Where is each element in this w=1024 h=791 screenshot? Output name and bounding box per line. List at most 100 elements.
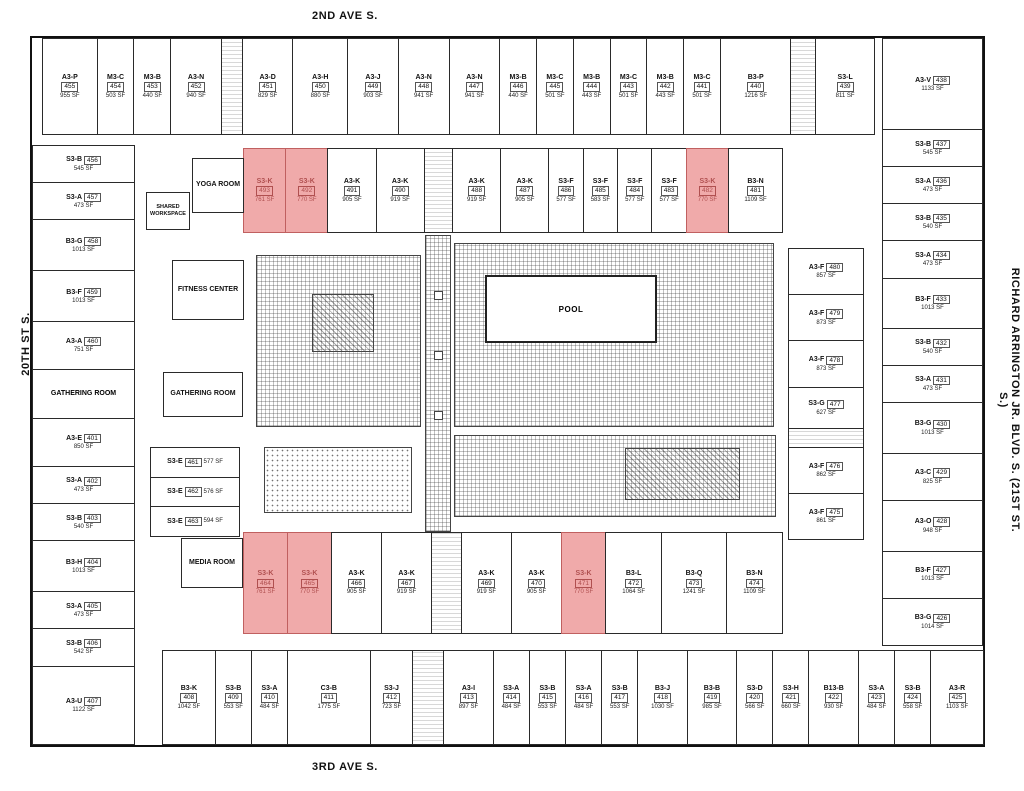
unit-438[interactable]: A3-V 438 1133 SF (882, 38, 983, 131)
unit-480[interactable]: A3-F 480 857 SF (788, 248, 864, 296)
unit-449[interactable]: A3-J 449 903 SF (347, 38, 399, 135)
unit-432[interactable]: S3-B 432 540 SF (882, 328, 983, 367)
unit-425[interactable]: A3-R 425 1103 SF (930, 650, 984, 745)
unit-478[interactable]: A3-F 478 873 SF (788, 340, 864, 388)
unit-440[interactable]: B3-P 440 1216 SF (719, 38, 792, 135)
unit-464[interactable]: S3-K 464 761 SF (243, 532, 288, 634)
unit-417[interactable]: S3-B 417 553 SF (601, 650, 639, 745)
unit-type: B3-F (66, 288, 82, 296)
unit-419[interactable]: B3-B 419 985 SF (686, 650, 738, 745)
unit-number: 421 (782, 693, 800, 703)
unit-431[interactable]: S3-A 431 473 SF (882, 365, 983, 404)
unit-416[interactable]: S3-A 416 484 SF (565, 650, 603, 745)
unit-492[interactable]: S3-K 492 770 SF (285, 148, 329, 233)
unit-477[interactable]: S3-G 477 627 SF (788, 386, 864, 430)
unit-area: 501 SF (545, 92, 565, 99)
unit-number: 437 (933, 140, 950, 150)
unit-470[interactable]: A3-K 470 905 SF (510, 532, 563, 634)
unit-421[interactable]: S3-H 421 660 SF (772, 650, 810, 745)
unit-483[interactable]: S3-F 483 577 SF (651, 148, 687, 233)
unit-448[interactable]: A3-N 448 941 SF (397, 38, 450, 135)
unit-412[interactable]: S3-J 412 723 SF (369, 650, 414, 745)
unit-433[interactable]: B3-F 433 1013 SF (882, 277, 983, 330)
unit-472[interactable]: B3-L 472 1064 SF (605, 532, 663, 634)
unit-476[interactable]: A3-F 476 862 SF (788, 446, 864, 494)
unit-418[interactable]: B3-J 418 1030 SF (637, 650, 688, 745)
unit-485[interactable]: S3-F 485 583 SF (582, 148, 619, 233)
unit-423[interactable]: S3-A 423 484 SF (857, 650, 896, 745)
unit-type: S3-A (66, 602, 83, 610)
unit-area: 919 SF (476, 589, 497, 596)
unit-456[interactable]: S3-B 456 545 SF (32, 145, 135, 184)
unit-439[interactable]: S3-L 439 811 SF (815, 38, 875, 135)
unit-458[interactable]: B3-G 458 1013 SF (32, 219, 135, 272)
unit-460[interactable]: A3-A 460 751 SF (32, 321, 135, 370)
unit-481[interactable]: B3-N 481 1109 SF (728, 148, 784, 233)
planter-bed (264, 447, 412, 513)
unit-424[interactable]: S3-B 424 558 SF (894, 650, 932, 745)
unit-493[interactable]: S3-K 493 761 SF (243, 148, 287, 233)
unit-469[interactable]: A3-K 469 919 SF (460, 532, 512, 634)
unit-403[interactable]: S3-B 403 540 SF (32, 503, 135, 542)
unit-487[interactable]: A3-K 487 905 SF (500, 148, 550, 233)
unit-410[interactable]: S3-A 410 484 SF (250, 650, 289, 745)
unit-411[interactable]: C3-B 411 1775 SF (287, 650, 371, 745)
unit-452[interactable]: A3-N 452 940 SF (170, 38, 222, 135)
unit-454[interactable]: M3-C 454 503 SF (96, 38, 135, 135)
unit-406[interactable]: S3-B 406 542 SF (32, 628, 135, 667)
unit-474[interactable]: B3-N 474 1109 SF (725, 532, 783, 634)
unit-486[interactable]: S3-F 486 577 SF (548, 148, 584, 233)
unit-442[interactable]: M3-B 442 443 SF (646, 38, 685, 135)
unit-401[interactable]: A3-E 401 850 SF (32, 418, 135, 467)
unit-479[interactable]: A3-F 479 873 SF (788, 294, 864, 342)
unit-451[interactable]: A3-D 451 829 SF (241, 38, 294, 135)
unit-467[interactable]: A3-K 467 919 SF (381, 532, 433, 634)
unit-482[interactable]: S3-K 482 770 SF (685, 148, 730, 233)
unit-441[interactable]: M3-C 441 501 SF (683, 38, 721, 135)
unit-428[interactable]: A3-O 428 948 SF (882, 499, 983, 552)
unit-area: 583 SF (590, 196, 611, 203)
unit-475[interactable]: A3-F 475 861 SF (788, 492, 864, 540)
unit-444[interactable]: M3-B 444 443 SF (572, 38, 611, 135)
unit-422[interactable]: B13-B 422 930 SF (808, 650, 859, 745)
unit-426[interactable]: B3-G 426 1014 SF (882, 597, 983, 647)
unit-445[interactable]: M3-C 445 501 SF (536, 38, 574, 135)
unit-471[interactable]: S3-K 471 770 SF (561, 532, 607, 634)
unit-455[interactable]: A3-P 455 955 SF (42, 38, 98, 135)
unit-435[interactable]: S3-B 435 540 SF (882, 203, 983, 242)
unit-407[interactable]: A3-U 407 1122 SF (32, 665, 135, 745)
unit-450[interactable]: A3-H 450 880 SF (292, 38, 349, 135)
unit-462[interactable]: S3-E 462 576 SF (150, 476, 240, 508)
unit-459[interactable]: B3-F 459 1013 SF (32, 270, 135, 323)
unit-number: 423 (868, 693, 885, 703)
unit-409[interactable]: S3-B 409 553 SF (214, 650, 252, 745)
unit-457[interactable]: S3-A 457 473 SF (32, 182, 135, 221)
unit-484[interactable]: S3-F 484 577 SF (617, 148, 653, 233)
unit-408[interactable]: B3-K 408 1042 SF (162, 650, 216, 745)
unit-488[interactable]: A3-K 488 919 SF (452, 148, 502, 233)
unit-427[interactable]: B3-F 427 1013 SF (882, 550, 983, 599)
unit-447[interactable]: A3-N 447 941 SF (448, 38, 501, 135)
unit-490[interactable]: A3-K 490 919 SF (375, 148, 425, 233)
unit-491[interactable]: A3-K 491 905 SF (327, 148, 377, 233)
unit-405[interactable]: S3-A 405 473 SF (32, 591, 135, 630)
unit-420[interactable]: S3-D 420 566 SF (736, 650, 774, 745)
unit-461[interactable]: S3-E 461 577 SF (150, 447, 240, 478)
unit-434[interactable]: S3-A 434 473 SF (882, 240, 983, 279)
unit-404[interactable]: B3-H 404 1013 SF (32, 540, 135, 593)
unit-466[interactable]: A3-K 466 905 SF (330, 532, 383, 634)
unit-473[interactable]: B3-Q 473 1241 SF (661, 532, 727, 634)
unit-429[interactable]: A3-C 429 825 SF (882, 452, 983, 501)
unit-413[interactable]: A3-I 413 897 SF (443, 650, 494, 745)
unit-402[interactable]: S3-A 402 473 SF (32, 465, 135, 505)
unit-415[interactable]: S3-B 415 553 SF (528, 650, 566, 745)
unit-446[interactable]: M3-B 446 440 SF (499, 38, 537, 135)
unit-443[interactable]: M3-C 443 501 SF (609, 38, 648, 135)
unit-414[interactable]: S3-A 414 484 SF (492, 650, 530, 745)
unit-436[interactable]: S3-A 436 473 SF (882, 166, 983, 205)
unit-430[interactable]: B3-G 430 1013 SF (882, 402, 983, 454)
unit-465[interactable]: S3-K 465 770 SF (286, 532, 332, 634)
unit-453[interactable]: M3-B 453 440 SF (133, 38, 172, 135)
unit-463[interactable]: S3-E 463 594 SF (150, 506, 240, 538)
unit-437[interactable]: S3-B 437 545 SF (882, 129, 983, 168)
